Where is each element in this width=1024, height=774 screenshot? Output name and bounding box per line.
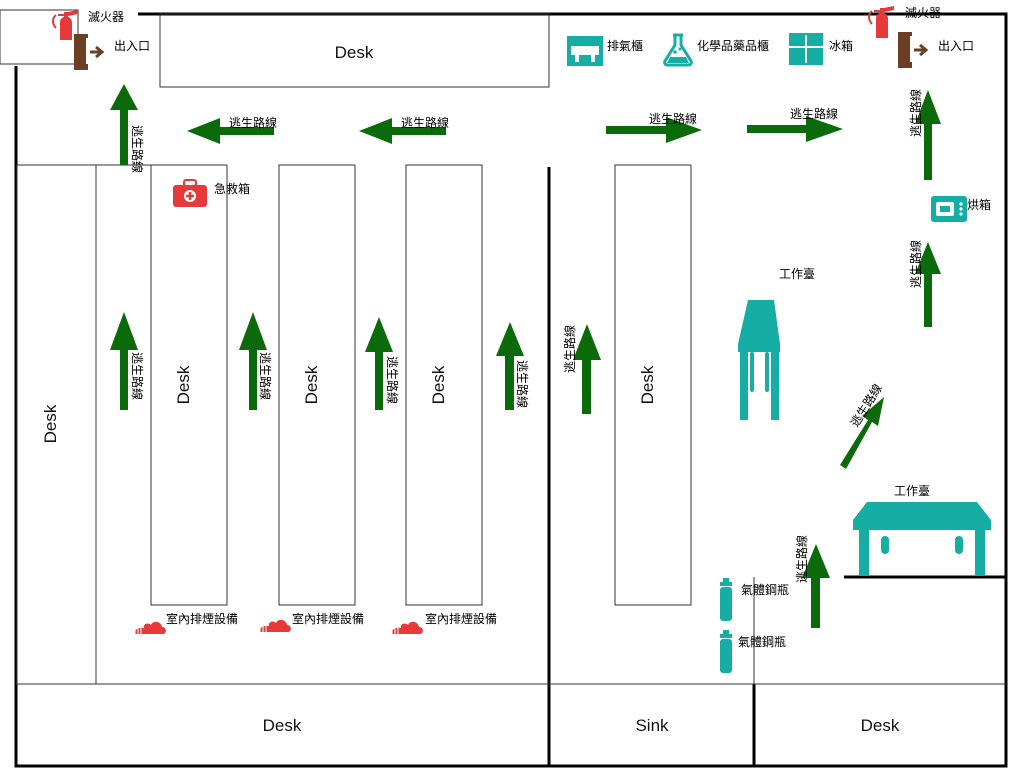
smoke-exhaust-label-1: 室內排煙設備: [166, 611, 238, 626]
smoke-exhaust-label-2: 室內排煙設備: [292, 611, 364, 626]
desk-label-right-room: Desk: [638, 365, 657, 404]
escape-arrow-icon: [802, 544, 830, 628]
gas-cylinder-label-2: 氣體鋼瓶: [738, 635, 786, 649]
smoke-exhaust-icon: [259, 619, 291, 632]
desk-label-bottom-right: Desk: [861, 716, 900, 735]
chemical-cabinet-label: 化學品藥品櫃: [697, 39, 769, 53]
fridge-icon: [789, 33, 823, 65]
escape-arrow-icon: [365, 317, 393, 410]
escape-arrow-icon: [239, 312, 267, 410]
escape-route-label: 逃生路線: [908, 89, 923, 137]
escape-arrow-icon: [359, 118, 446, 144]
workbench-label-1: 工作臺: [779, 266, 815, 281]
escape-arrow-icon: [187, 118, 274, 144]
escape-route-label: 逃生路線: [562, 325, 577, 373]
escape-route-label: 逃生路線: [908, 240, 923, 288]
escape-arrow-icon: [606, 117, 702, 143]
fire-extinguisher-icon: [52, 10, 78, 40]
fume-hood-icon: [567, 36, 603, 66]
escape-route-label: 逃生路線: [385, 356, 400, 404]
first-aid-label: 急救箱: [214, 181, 250, 196]
workbench-icon: [738, 300, 780, 420]
escape-arrow-icon: [915, 90, 941, 180]
desk-label-1: Desk: [174, 365, 193, 404]
oven-label: 烘箱: [967, 197, 991, 212]
escape-route-label: 逃生路線: [258, 352, 273, 400]
escape-route-label: 逃生路線: [130, 352, 145, 400]
workbench-label-2: 工作臺: [894, 483, 930, 498]
smoke-exhaust-icon: [391, 621, 423, 634]
sink-label: Sink: [635, 716, 669, 735]
oven-icon: [931, 196, 967, 222]
exit-label-right: 出入口: [938, 39, 974, 53]
gas-cylinder-label-1: 氣體鋼瓶: [741, 583, 789, 597]
fridge-label: 冰箱: [829, 38, 853, 53]
extinguisher-label-left: 滅火器: [88, 10, 124, 24]
escape-route-label: 逃生路線: [515, 360, 530, 408]
exit-label-left: 出入口: [114, 39, 150, 53]
escape-route-label: 逃生路線: [130, 125, 145, 173]
desk-label-bottom-left: Desk: [263, 716, 302, 735]
exit-door-icon: [74, 34, 105, 70]
workbench-icon: [853, 502, 991, 576]
smoke-exhaust-label-3: 室內排煙設備: [425, 611, 497, 626]
escape-route-label: 逃生路線: [649, 111, 697, 126]
gas-cylinder-icon: [720, 630, 732, 673]
desk-label-left: Desk: [41, 404, 60, 443]
escape-route-label: 逃生路線: [790, 106, 838, 121]
fire-extinguisher-icon: [868, 6, 894, 38]
escape-arrow-icon: [747, 116, 843, 142]
room-lines: [0, 9, 1006, 685]
escape-route-label: 逃生路線: [794, 535, 809, 583]
walls: [14, 12, 1008, 768]
exit-door-icon: [898, 32, 929, 68]
smoke-exhaust-icon: [134, 621, 166, 634]
escape-arrow-icon: [110, 84, 138, 165]
escape-arrow-icon: [110, 312, 138, 410]
first-aid-kit-icon: [173, 179, 207, 207]
desk-label-2: Desk: [302, 365, 321, 404]
desk-label-top: Desk: [335, 43, 374, 62]
escape-arrow-icon: [573, 324, 601, 414]
extinguisher-label-right: 滅火器: [905, 6, 941, 20]
escape-arrow-icon: [840, 397, 884, 469]
escape-arrow-icon: [496, 322, 524, 410]
gas-cylinder-icon: [720, 578, 732, 621]
escape-route-label: 逃生路線: [401, 115, 449, 130]
desk-label-3: Desk: [429, 365, 448, 404]
fume-hood-label: 排氣櫃: [607, 39, 643, 53]
escape-route-label: 逃生路線: [229, 115, 277, 130]
chemical-flask-icon: [663, 33, 693, 67]
escape-arrow-icon: [915, 242, 941, 327]
